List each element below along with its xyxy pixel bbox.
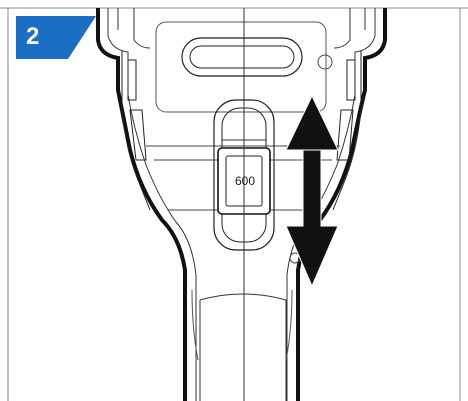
slider-value-label: 600 <box>234 174 256 188</box>
step-badge-shape <box>16 16 96 59</box>
body-left-inner <box>107 8 197 401</box>
step-number: 2 <box>26 23 40 50</box>
up-down-arrow-icon <box>285 94 339 288</box>
step-badge: 2 <box>16 16 96 59</box>
top-slot <box>181 37 303 77</box>
body-left-edge <box>96 8 187 401</box>
